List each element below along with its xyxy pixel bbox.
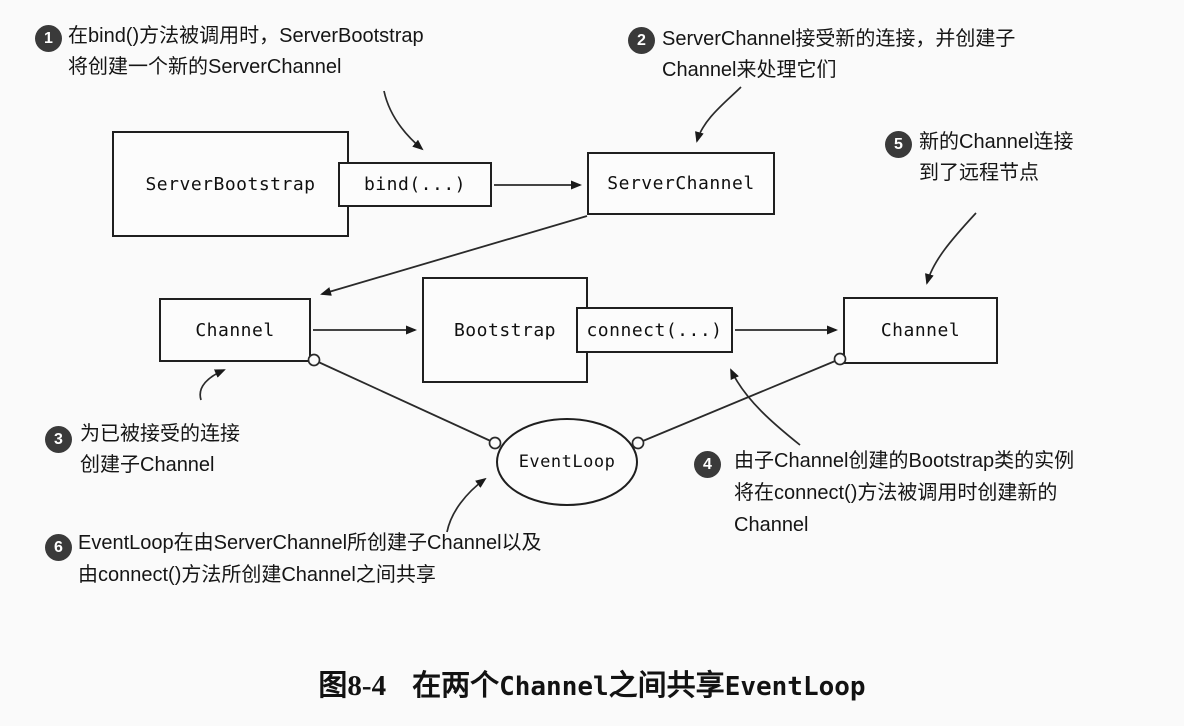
event-loop-label: EventLoop	[518, 452, 616, 472]
annotation-5-line-2: 到了远程节点	[919, 162, 1039, 184]
child-channel-label: Channel	[195, 319, 275, 341]
bootstrap-label: Bootstrap	[453, 319, 557, 341]
figure-caption: 图8-4 在两个Channel之间共享EventLoop	[0, 662, 1184, 704]
server-bootstrap-label: ServerBootstrap	[145, 173, 316, 195]
annotation-2-line-2: Channel来处理它们	[662, 59, 837, 81]
caption-code-channel: Channel	[499, 672, 609, 702]
annotation-badge-1: 1	[35, 25, 62, 52]
pointer-annotation-4	[730, 368, 801, 446]
annotation-3-line-2: 创建子Channel	[80, 454, 215, 476]
connect-method-label: connect(...)	[586, 319, 723, 341]
figure-number: 图8-4	[318, 670, 387, 702]
annotation-badge-2: 2	[628, 27, 655, 54]
annotation-text-4: 由子Channel创建的Bootstrap类的实例 将在connect()方法被…	[734, 445, 1074, 541]
connect-method-box: connect(...)	[576, 307, 733, 353]
server-channel-box: ServerChannel	[587, 152, 775, 215]
bind-method-label: bind(...)	[363, 174, 467, 195]
pointer-annotation-5	[925, 212, 977, 285]
server-channel-label: ServerChannel	[607, 173, 755, 194]
remote-channel-label: Channel	[880, 320, 961, 341]
annotation-text-2: ServerChannel接受新的连接，并创建子 Channel来处理它们	[662, 24, 1015, 86]
pointer-annotation-6	[446, 477, 487, 533]
bind-method-box: bind(...)	[338, 162, 492, 207]
caption-code-eventloop: EventLoop	[724, 672, 866, 702]
caption-text-part1: 在两个	[412, 670, 500, 702]
annotation-4-line-1: 由子Channel创建的Bootstrap类的实例	[734, 450, 1075, 472]
annotation-6-line-1: EventLoop在由ServerChannel所创建子Channel以及	[78, 532, 542, 554]
pointer-annotation-2	[695, 86, 742, 143]
annotation-3-line-1: 为已被接受的连接	[80, 423, 240, 445]
annotation-1-line-2: 将创建一个新的ServerChannel	[68, 56, 342, 78]
annotation-badge-3: 3	[45, 426, 72, 453]
annotation-badge-4: 4	[694, 451, 721, 478]
annotation-2-line-1: ServerChannel接受新的连接，并创建子	[662, 28, 1016, 50]
child-channel-box: Channel	[159, 298, 311, 362]
annotation-text-3: 为已被接受的连接 创建子Channel	[80, 419, 240, 481]
annotation-text-6: EventLoop在由ServerChannel所创建子Channel以及 由c…	[78, 527, 542, 591]
annotation-text-1: 在bind()方法被调用时，ServerBootstrap 将创建一个新的Ser…	[68, 21, 424, 83]
annotation-1-line-1: 在bind()方法被调用时，ServerBootstrap	[68, 25, 424, 47]
annotation-badge-5: 5	[885, 131, 912, 158]
bootstrap-box: Bootstrap	[422, 277, 588, 383]
server-bootstrap-box: ServerBootstrap	[112, 131, 349, 237]
remote-channel-box: Channel	[843, 297, 998, 364]
annotation-4-line-2: 将在connect()方法被调用时创建新的	[734, 482, 1058, 504]
annotation-badge-6: 6	[45, 534, 72, 561]
annotation-4-line-3: Channel	[734, 514, 809, 536]
annotation-6-line-2: 由connect()方法所创建Channel之间共享	[78, 564, 436, 586]
caption-text-part2: 之间共享	[608, 670, 725, 702]
link-eventloop-to-channel	[637, 358, 841, 444]
pointer-annotation-3	[199, 369, 226, 401]
annotation-5-line-1: 新的Channel连接	[919, 131, 1074, 153]
annotation-text-5: 新的Channel连接 到了远程节点	[919, 127, 1074, 189]
pointer-annotation-1	[383, 90, 424, 151]
